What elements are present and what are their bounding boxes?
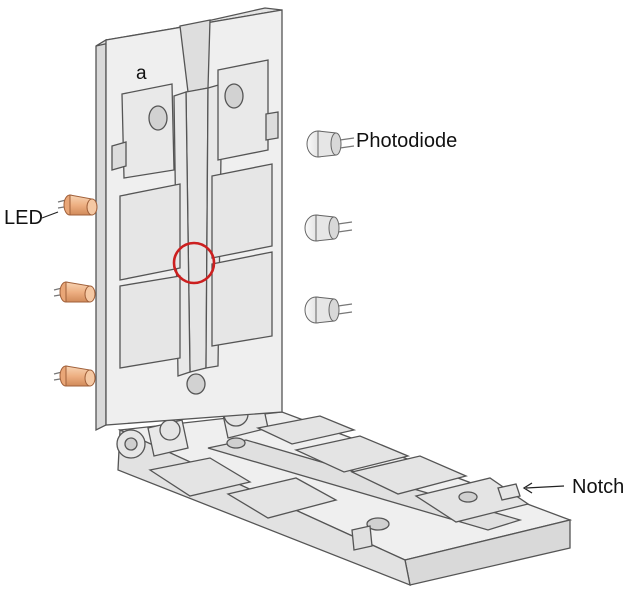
highlight-circle xyxy=(172,241,216,285)
base-plate xyxy=(116,399,573,587)
notch-label: Notch xyxy=(572,476,625,498)
led-leader-line xyxy=(41,211,59,219)
panel-label-a: a xyxy=(136,63,147,84)
notch-arrow xyxy=(522,482,565,494)
photodiode-1 xyxy=(306,130,355,158)
vertical-plate xyxy=(95,7,283,432)
led-2 xyxy=(53,281,96,303)
led-1 xyxy=(57,194,98,216)
photodiode-3 xyxy=(304,296,353,324)
led-label: LED xyxy=(4,207,43,229)
photodiode-2 xyxy=(304,214,353,242)
led-3 xyxy=(53,365,96,387)
photodiode-label: Photodiode xyxy=(356,130,458,152)
